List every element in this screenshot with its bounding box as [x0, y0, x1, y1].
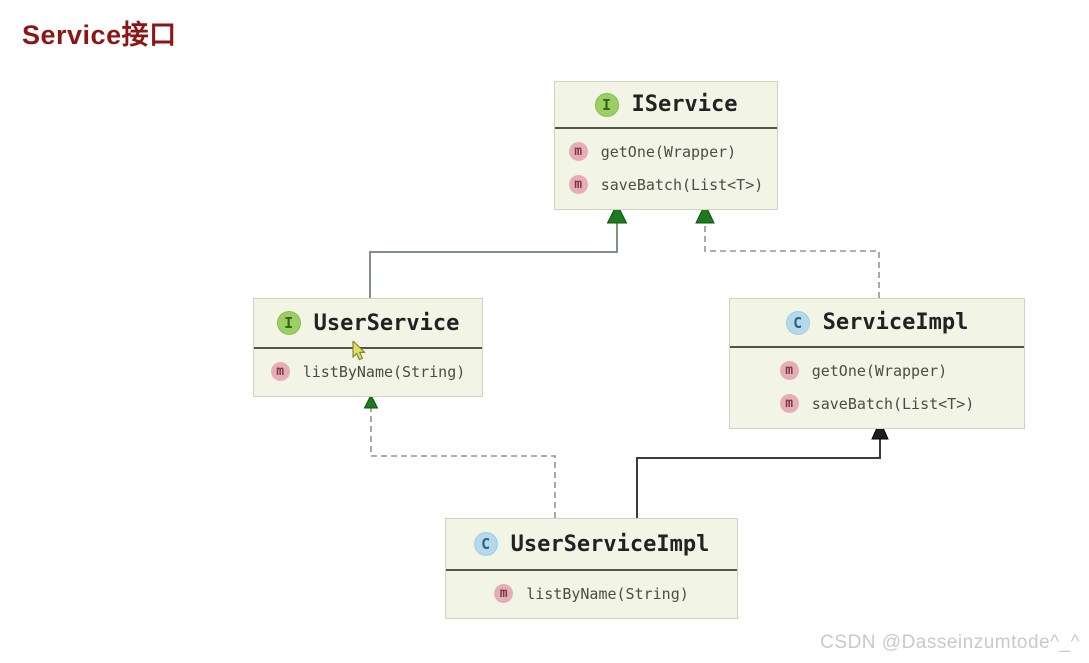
method-signature: getOne(Wrapper)	[600, 142, 737, 161]
method-signature: listByName(String)	[302, 362, 466, 381]
page-title: Service接口	[22, 20, 177, 50]
class-icon: C	[473, 532, 498, 556]
edge-userservice-extends-iservice	[369, 222, 618, 298]
class-icon: C	[785, 310, 810, 335]
method-icon: m	[779, 361, 799, 380]
method-icon: m	[568, 175, 588, 194]
node-header[interactable]: C UserServiceImpl	[446, 519, 737, 571]
method-icon: m	[270, 362, 290, 381]
method-signature: saveBatch(List<T>)	[600, 175, 764, 194]
watermark: CSDN @Dasseinzumtode^_^	[820, 632, 1080, 653]
node-header[interactable]: I IService	[555, 82, 777, 129]
method-icon: m	[494, 584, 514, 603]
method-row[interactable]: m getOne(Wrapper)	[568, 135, 737, 168]
interface-icon: I	[276, 311, 301, 335]
edge-serviceimpl-implements-iservice	[704, 222, 880, 298]
method-row[interactable]: m getOne(Wrapper)	[779, 354, 948, 387]
interface-icon: I	[594, 92, 619, 117]
node-title: ServiceImpl	[822, 310, 969, 335]
method-row[interactable]: m listByName(String)	[494, 577, 689, 610]
method-icon: m	[568, 142, 588, 161]
node-title: UserServiceImpl	[510, 531, 710, 557]
node-header[interactable]: I UserService	[254, 299, 482, 349]
edge-userserviceimpl-extends-serviceimpl	[636, 438, 881, 518]
node-header[interactable]: C ServiceImpl	[730, 299, 1024, 348]
method-row[interactable]: m saveBatch(List<T>)	[779, 387, 975, 420]
edge-userserviceimpl-implements-userservice	[370, 407, 556, 518]
class-node-userservice[interactable]: I UserService m listByName(String)	[253, 298, 483, 397]
method-row[interactable]: m saveBatch(List<T>)	[568, 168, 764, 201]
method-signature: saveBatch(List<T>)	[811, 394, 975, 413]
method-row[interactable]: m listByName(String)	[270, 355, 466, 388]
method-signature: getOne(Wrapper)	[811, 361, 948, 380]
method-icon: m	[779, 394, 799, 413]
class-node-serviceimpl[interactable]: C ServiceImpl m getOne(Wrapper) m saveBa…	[729, 298, 1025, 429]
class-node-userserviceimpl[interactable]: C UserServiceImpl m listByName(String)	[445, 518, 738, 619]
class-node-iservice[interactable]: I IService m getOne(Wrapper) m saveBatch…	[554, 81, 778, 210]
node-title: UserService	[313, 310, 460, 336]
node-title: IService	[631, 92, 738, 117]
method-signature: listByName(String)	[526, 584, 689, 603]
